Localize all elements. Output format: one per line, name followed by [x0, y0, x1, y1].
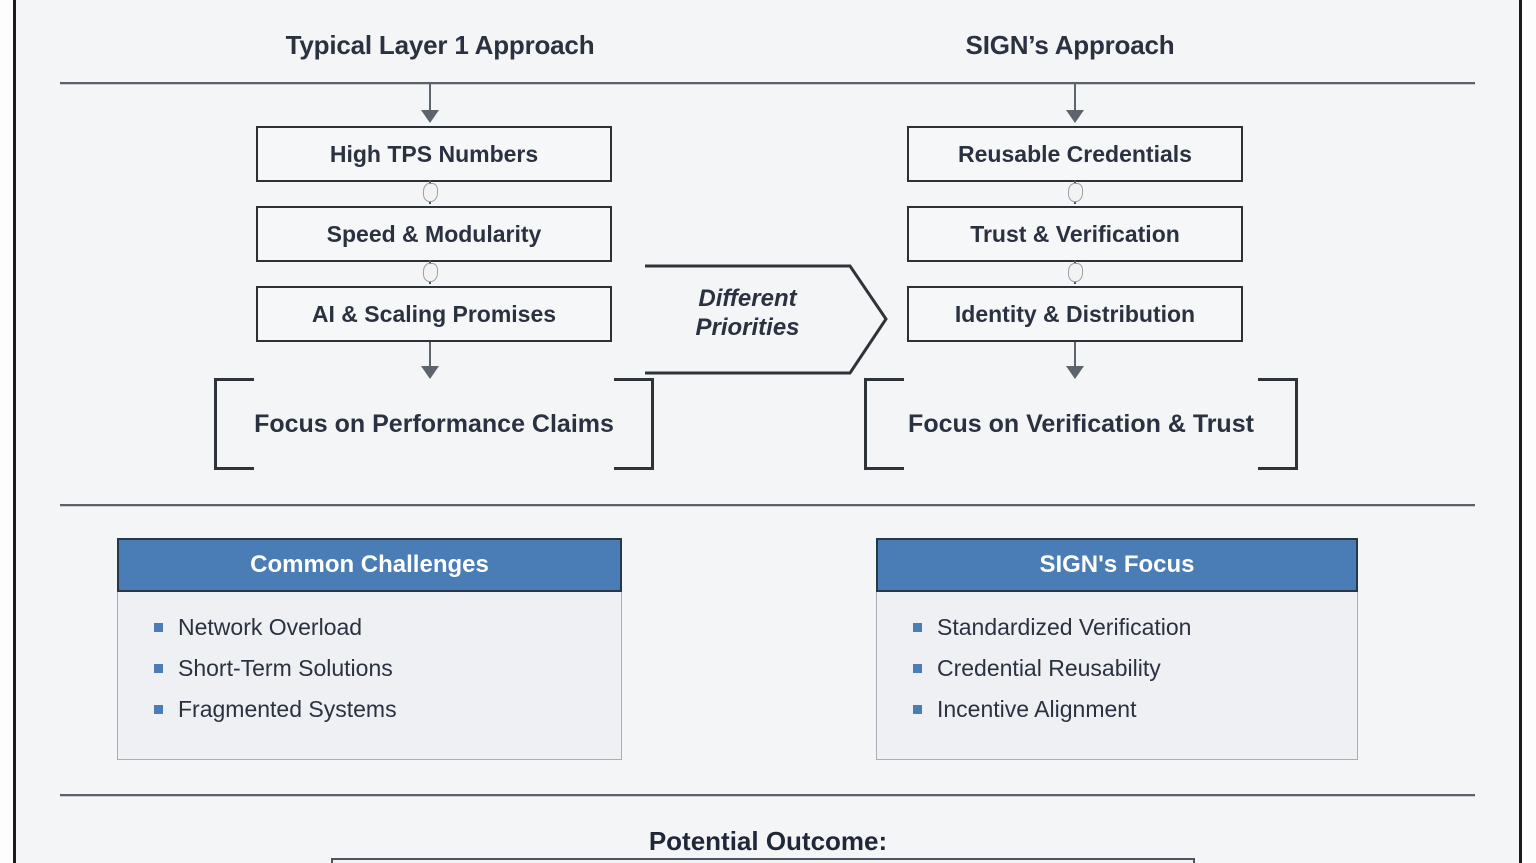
divider-middle	[60, 504, 1475, 507]
left-result-arrowhead	[421, 366, 439, 379]
different-priorities-label: Different Priorities	[645, 284, 850, 343]
right-result-connector-line	[1074, 342, 1076, 372]
left-result-connector-line	[429, 342, 431, 372]
list-item: Standardized Verification	[913, 614, 1357, 641]
square-bullet-icon	[154, 664, 163, 673]
potential-outcome-title: Potential Outcome:	[648, 826, 888, 856]
left-step-box-2[interactable]: Speed & Modularity	[256, 206, 612, 262]
square-bullet-icon	[154, 705, 163, 714]
card-signs-focus-body: Standardized Verification Credential Reu…	[876, 592, 1358, 760]
divider-bottom	[60, 794, 1475, 797]
square-bullet-icon	[913, 623, 922, 632]
left-entry-arrowhead	[421, 110, 439, 123]
square-bullet-icon	[913, 705, 922, 714]
right-result-bracket-close	[1258, 378, 1298, 470]
card-common-challenges: Common Challenges Network Overload Short…	[117, 538, 622, 760]
list-item-label: Short-Term Solutions	[178, 655, 393, 681]
right-connector-1	[1064, 180, 1086, 204]
list-item-label: Credential Reusability	[937, 655, 1161, 681]
slide-right-gutter	[1522, 0, 1536, 863]
list-item: Credential Reusability	[913, 655, 1357, 682]
left-step-box-3[interactable]: AI & Scaling Promises	[256, 286, 612, 342]
right-step-box-1[interactable]: Reusable Credentials	[907, 126, 1243, 182]
left-connector-2-node	[422, 263, 439, 282]
list-item-label: Incentive Alignment	[937, 696, 1137, 722]
left-column-title: Typical Layer 1 Approach	[285, 30, 595, 60]
left-connector-1	[419, 180, 441, 204]
left-result-bracket-close	[614, 378, 654, 470]
right-connector-2-node	[1067, 263, 1084, 282]
divider-top	[60, 82, 1475, 85]
list-item: Network Overload	[154, 614, 621, 641]
slide-left-border	[13, 0, 16, 863]
list-item-label: Network Overload	[178, 614, 363, 640]
left-entry-connector-line	[429, 84, 431, 112]
slide-left-gutter	[0, 0, 13, 863]
different-priorities-line-1: Different	[698, 285, 797, 312]
left-result-bracket: Focus on Performance Claims	[214, 378, 654, 470]
right-result-label: Focus on Verification & Trust	[908, 409, 1254, 438]
card-common-challenges-header: Common Challenges	[117, 538, 622, 592]
slide-right-border	[1519, 0, 1522, 863]
right-step-box-2[interactable]: Trust & Verification	[907, 206, 1243, 262]
square-bullet-icon	[154, 623, 163, 632]
right-result-arrowhead	[1066, 366, 1084, 379]
left-result-bracket-open	[214, 378, 254, 470]
right-result-bracket-open	[864, 378, 904, 470]
list-item: Incentive Alignment	[913, 696, 1357, 723]
right-step-box-3[interactable]: Identity & Distribution	[907, 286, 1243, 342]
right-entry-connector-line	[1074, 84, 1076, 112]
right-connector-1-node	[1067, 183, 1084, 202]
different-priorities-arrow: Different Priorities	[645, 262, 888, 377]
card-signs-focus-header: SIGN's Focus	[876, 538, 1358, 592]
square-bullet-icon	[913, 664, 922, 673]
left-step-box-1[interactable]: High TPS Numbers	[256, 126, 612, 182]
right-entry-arrowhead	[1066, 110, 1084, 123]
left-result-label: Focus on Performance Claims	[254, 409, 614, 438]
list-item: Short-Term Solutions	[154, 655, 621, 682]
right-result-bracket: Focus on Verification & Trust	[864, 378, 1298, 470]
list-item-label: Standardized Verification	[937, 614, 1192, 640]
right-column-title: SIGN’s Approach	[965, 30, 1175, 60]
list-item: Fragmented Systems	[154, 696, 621, 723]
different-priorities-line-2: Priorities	[695, 314, 800, 342]
potential-outcome-box	[331, 858, 1195, 863]
card-signs-focus: SIGN's Focus Standardized Verification C…	[876, 538, 1358, 760]
card-common-challenges-body: Network Overload Short-Term Solutions Fr…	[117, 592, 622, 760]
list-item-label: Fragmented Systems	[178, 696, 397, 722]
left-connector-1-node	[422, 183, 439, 202]
right-connector-2	[1064, 260, 1086, 284]
left-connector-2	[419, 260, 441, 284]
